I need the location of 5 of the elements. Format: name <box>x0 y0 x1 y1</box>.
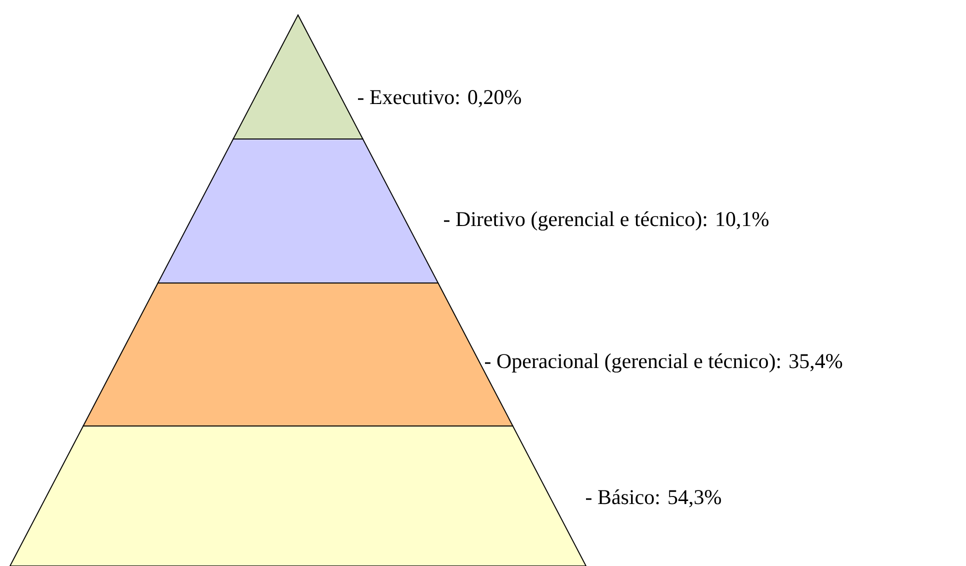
band-label: - Operacional (gerencial e técnico): 35,4% <box>485 353 842 373</box>
band-label: - Diretivo (gerencial e técnico): 10,1% <box>444 211 768 231</box>
pyramid-band <box>157 138 439 284</box>
band-label: - Básico: 54,3% <box>586 489 721 508</box>
band-label: - Executivo: 0,20% <box>358 90 521 108</box>
